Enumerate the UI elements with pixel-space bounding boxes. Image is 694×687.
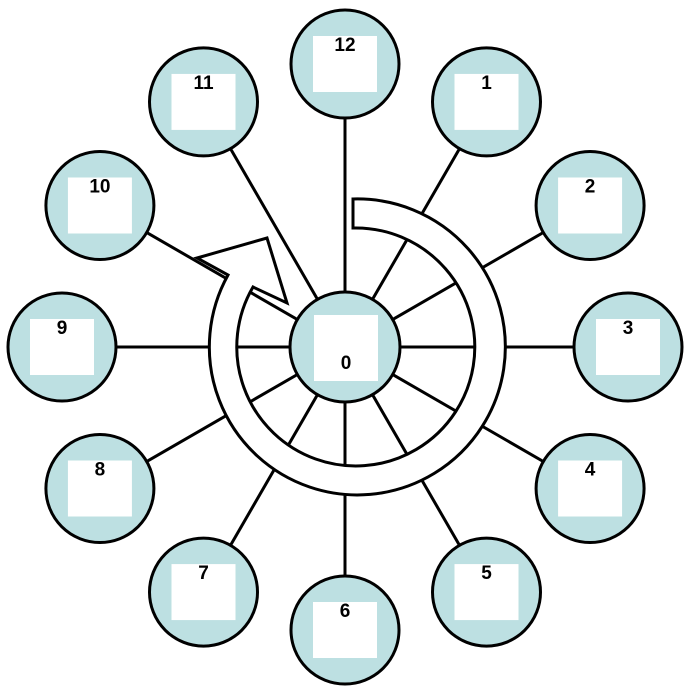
node-10: 10 — [44, 150, 156, 261]
node-12: 12 — [289, 8, 401, 120]
node-text-box — [313, 602, 377, 658]
node-text-box — [313, 36, 377, 92]
node-text-box — [558, 177, 623, 234]
node-text-box — [30, 319, 94, 375]
node-label: 9 — [57, 318, 68, 339]
node-9: 9 — [6, 291, 118, 403]
circular-arrow — [193, 197, 507, 497]
node-label: 4 — [585, 460, 596, 481]
node-5: 5 — [431, 536, 542, 648]
node-text-box — [454, 564, 519, 621]
node-label: 1 — [481, 73, 492, 94]
center-label: 0 — [341, 353, 352, 374]
node-text-box — [171, 73, 236, 130]
node-label: 5 — [481, 563, 492, 584]
node-label: 12 — [334, 35, 355, 56]
node-label: 10 — [89, 177, 110, 198]
node-text-box — [67, 460, 132, 517]
center-text-box — [314, 315, 378, 381]
node-text-box — [171, 564, 236, 621]
node-11: 11 — [148, 46, 259, 158]
node-8: 8 — [44, 433, 156, 544]
node-text-box — [67, 177, 132, 234]
node-3: 3 — [572, 291, 684, 403]
node-text-box — [596, 319, 660, 375]
center-node: 0 — [288, 290, 402, 404]
node-label: 11 — [193, 73, 214, 94]
node-label: 7 — [198, 563, 209, 584]
node-4: 4 — [534, 433, 646, 544]
node-label: 3 — [623, 318, 634, 339]
node-text-box — [558, 460, 623, 517]
node-6: 6 — [289, 574, 401, 686]
node-label: 2 — [585, 177, 596, 198]
node-2: 2 — [534, 150, 646, 261]
node-7: 7 — [148, 536, 259, 648]
node-label: 8 — [95, 460, 106, 481]
node-1: 1 — [431, 46, 542, 158]
node-text-box — [454, 73, 519, 130]
node-label: 6 — [340, 601, 351, 622]
